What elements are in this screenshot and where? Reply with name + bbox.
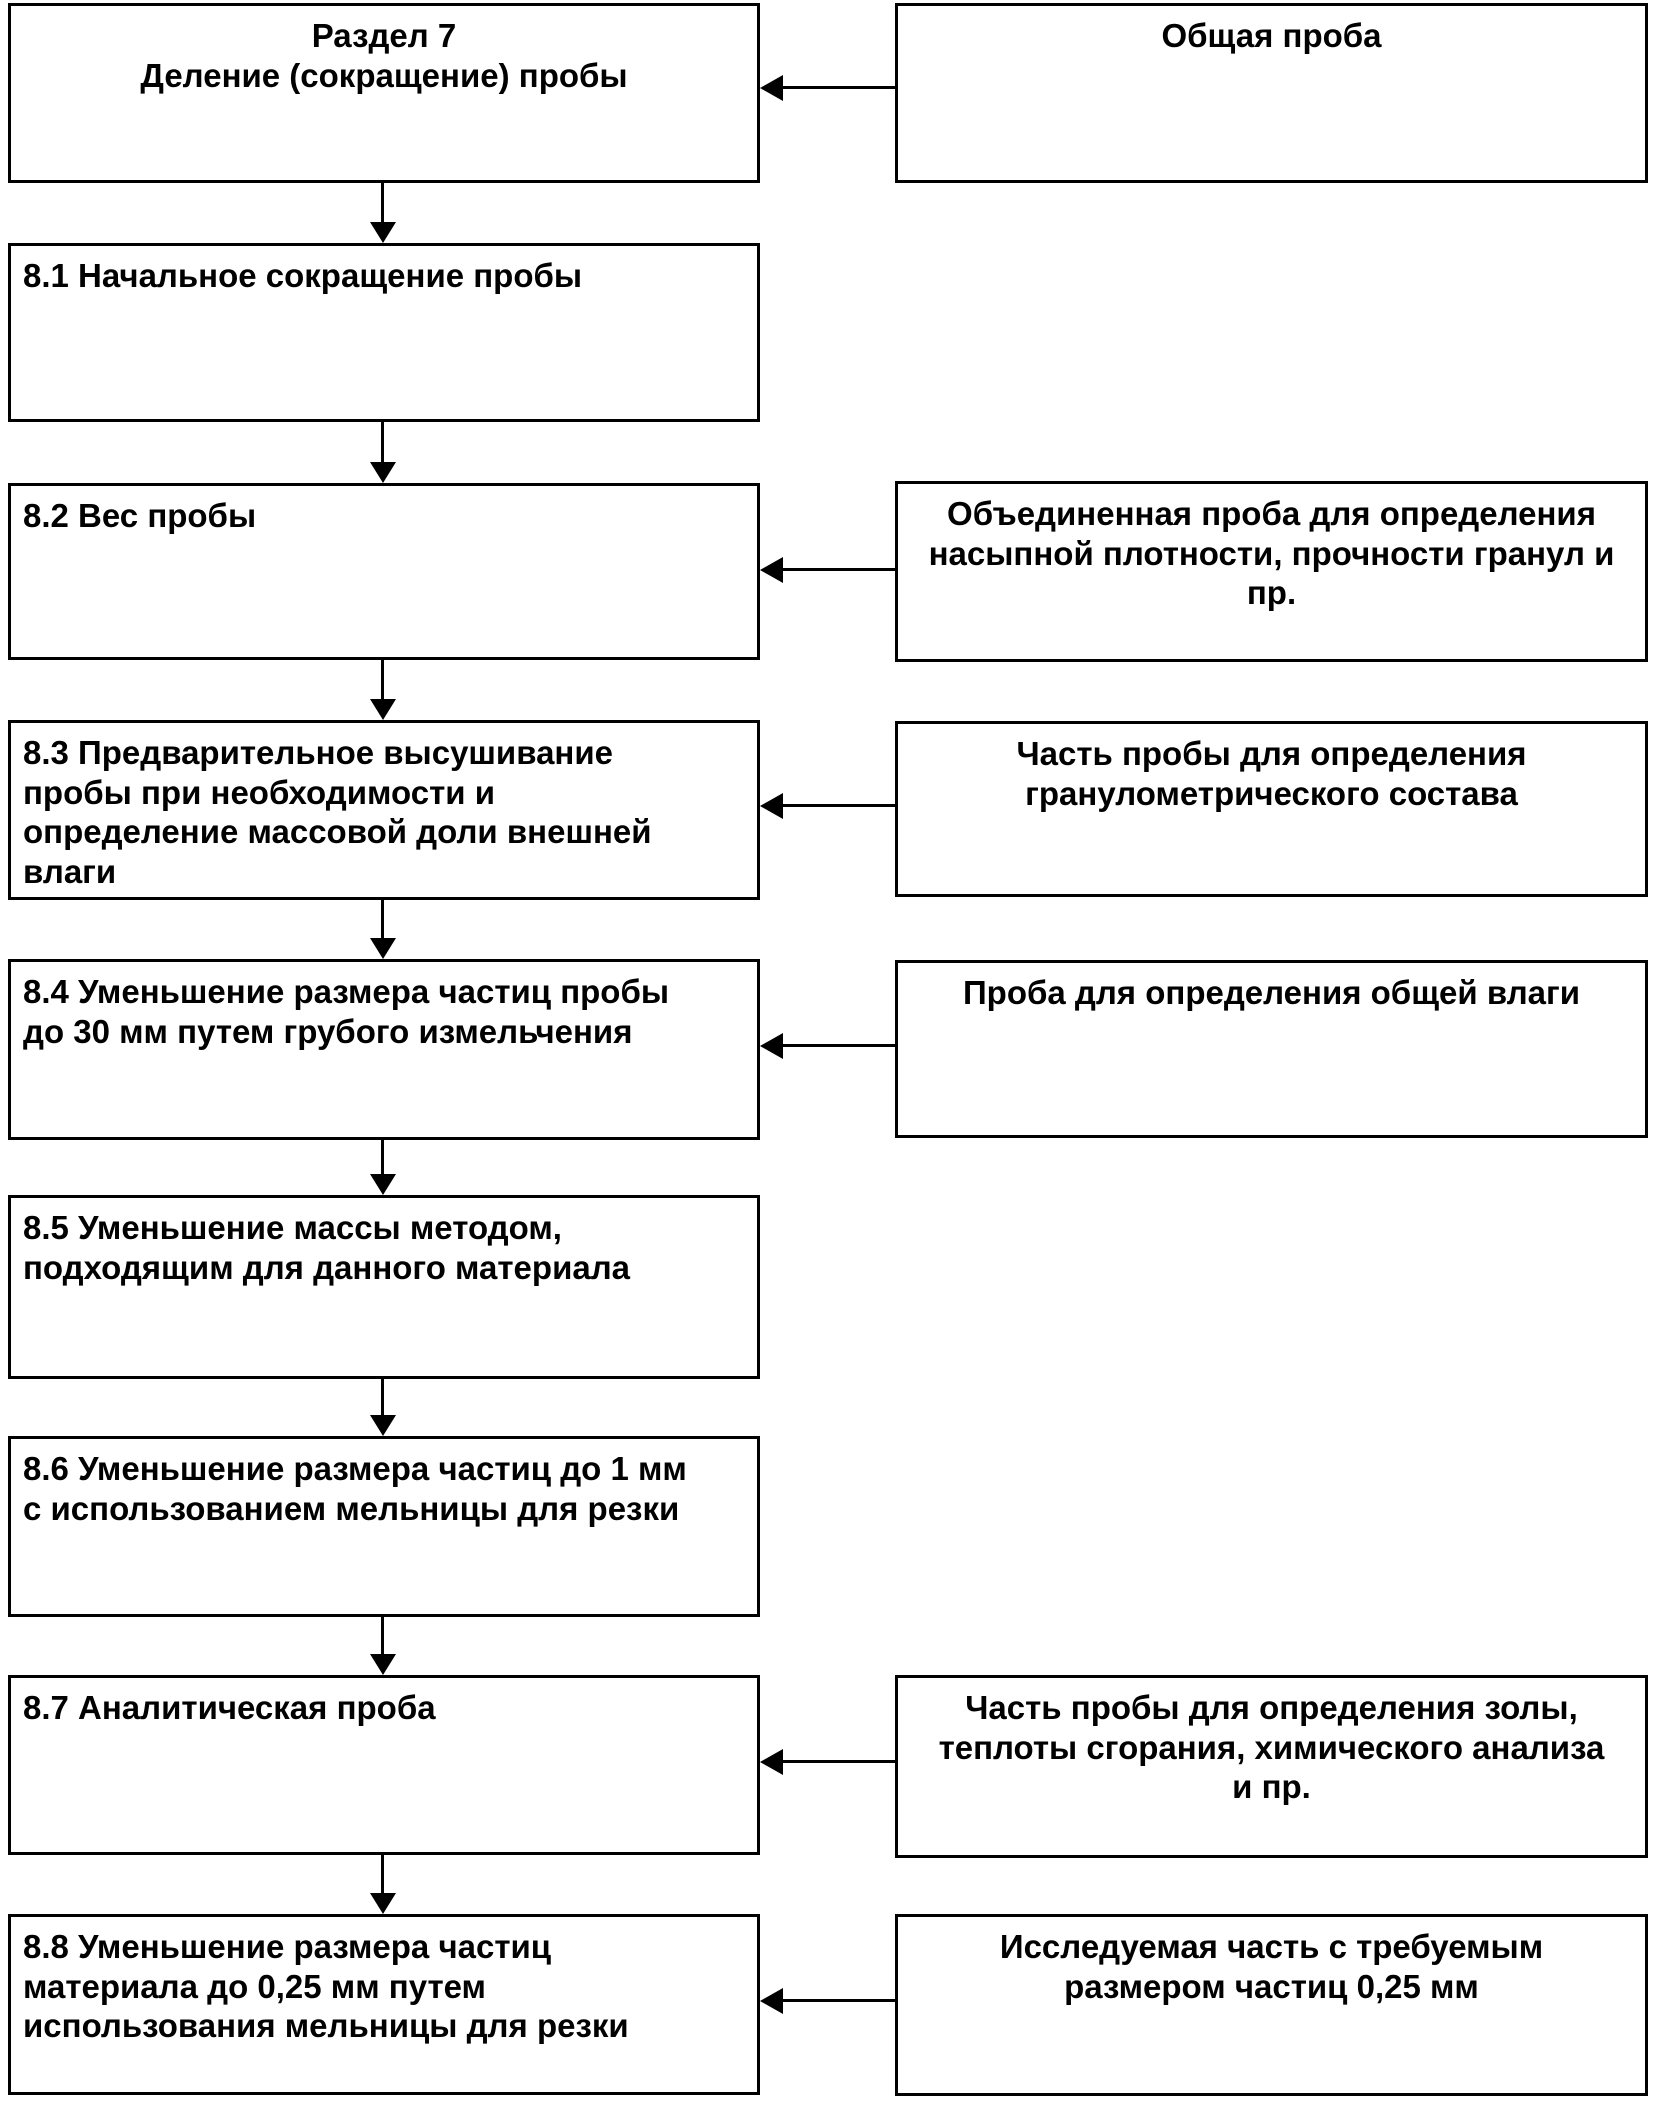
left-arrow-icon-1 bbox=[760, 75, 895, 101]
side-box-total-moisture-sample: Проба для определения общей влаги bbox=[895, 960, 1648, 1138]
left-arrow-icon-4 bbox=[760, 1033, 895, 1059]
down-arrow-icon-6 bbox=[370, 1379, 396, 1436]
step-box-8-6: 8.6 Уменьшение размера частиц до 1 мм с … bbox=[8, 1436, 760, 1617]
side-box-general-sample: Общая проба bbox=[895, 3, 1648, 183]
down-arrow-icon-1 bbox=[370, 183, 396, 243]
step-box-8-3: 8.3 Предварительное высушивание пробы пр… bbox=[8, 720, 760, 900]
down-arrow-icon-8 bbox=[370, 1855, 396, 1914]
side-box-ash-analysis-sample: Часть пробы для определения золы, теплот… bbox=[895, 1675, 1648, 1858]
side-box-granulometric-sample: Часть пробы для определения гранулометри… bbox=[895, 721, 1648, 897]
side-box-combined-sample: Объединенная проба для определения насып… bbox=[895, 481, 1648, 662]
down-arrow-icon-3 bbox=[370, 660, 396, 720]
down-arrow-icon-5 bbox=[370, 1140, 396, 1195]
left-arrow-icon-2 bbox=[760, 557, 895, 583]
left-arrow-icon-3 bbox=[760, 793, 895, 819]
step-box-8-1: 8.1 Начальное сокращение пробы bbox=[8, 243, 760, 422]
step-box-8-8: 8.8 Уменьшение размера частиц материала … bbox=[8, 1914, 760, 2095]
left-arrow-icon-5 bbox=[760, 1749, 895, 1775]
down-arrow-icon-2 bbox=[370, 422, 396, 483]
step-box-8-4: 8.4 Уменьшение размера частиц пробы до 3… bbox=[8, 959, 760, 1140]
step-box-8-5: 8.5 Уменьшение массы методом, подходящим… bbox=[8, 1195, 760, 1379]
side-box-test-portion: Исследуемая часть с требуемым размером ч… bbox=[895, 1914, 1648, 2096]
step-box-8-7: 8.7 Аналитическая проба bbox=[8, 1675, 760, 1855]
step-box-8-2: 8.2 Вес пробы bbox=[8, 483, 760, 660]
left-arrow-icon-6 bbox=[760, 1988, 895, 2014]
title-box: Раздел 7 Деление (сокращение) пробы bbox=[8, 3, 760, 183]
down-arrow-icon-4 bbox=[370, 900, 396, 959]
down-arrow-icon-7 bbox=[370, 1617, 396, 1675]
